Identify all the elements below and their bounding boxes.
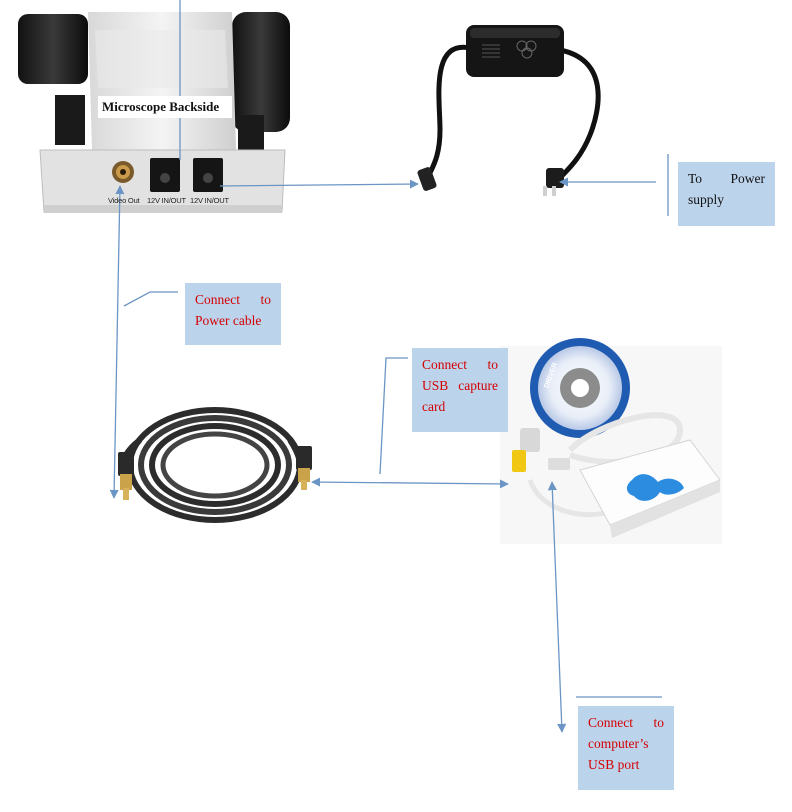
callout-power-supply: To Power supply xyxy=(678,162,775,226)
callout-power-cable-line-1: Connect to xyxy=(195,292,271,307)
usb-capture-card-image xyxy=(500,338,722,544)
callout-power-cable: Connect to Power cable xyxy=(185,283,281,345)
callout-computer-usb-line-2: computer’s xyxy=(588,736,649,751)
port-label-video-out: Video Out xyxy=(108,196,140,205)
callout-computer-usb: Connect to computer’s USB port xyxy=(578,706,674,790)
power-adapter-image xyxy=(417,25,601,196)
callout-power-supply-line-2: supply xyxy=(688,192,725,207)
microscope-title-box xyxy=(98,96,232,118)
callout-computer-usb-line-1: Connect to xyxy=(588,715,664,730)
port-label-dc-1: 12V IN/OUT xyxy=(147,196,186,205)
callout-usb-capture-line-2: USB capture xyxy=(422,378,498,393)
callout-usb-capture-card: Connect to USB capture card xyxy=(412,348,508,432)
microscope-title: Microscope Backside xyxy=(102,99,220,114)
callout-power-cable-line-2: Power cable xyxy=(195,313,262,328)
port-label-dc-2: 12V IN/OUT xyxy=(190,196,229,205)
callout-power-supply-line-1: To Power xyxy=(688,171,765,186)
microscope-image xyxy=(18,12,290,213)
callout-computer-usb-line-3: USB port xyxy=(588,757,640,772)
callout-usb-capture-line-1: Connect to xyxy=(422,357,498,372)
rca-cable-image xyxy=(118,407,312,523)
callout-usb-capture-line-3: card xyxy=(422,399,446,414)
connector-lines xyxy=(109,0,669,733)
